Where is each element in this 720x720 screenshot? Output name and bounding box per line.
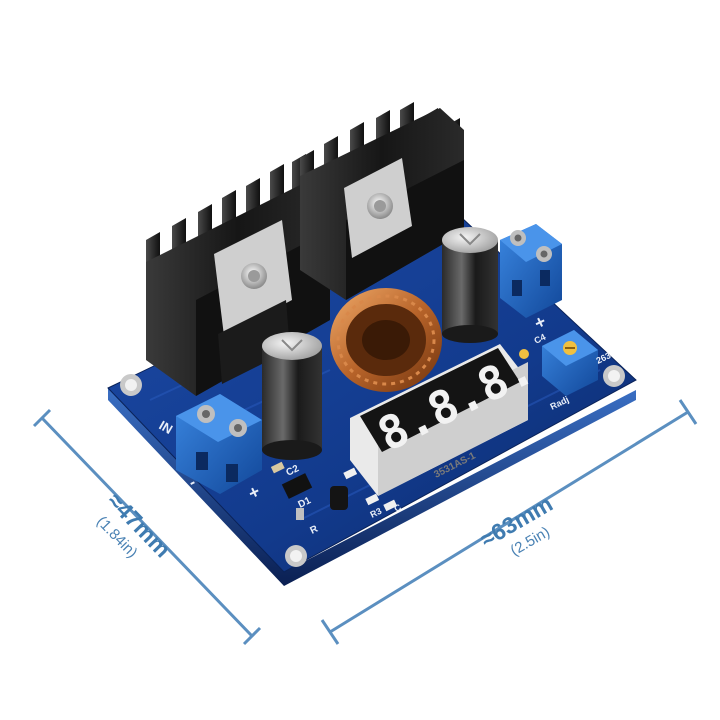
output-terminal-block <box>500 224 562 318</box>
depth-dimension-line <box>40 416 254 638</box>
label-d1: D1 <box>296 495 313 511</box>
input-label: IN <box>157 418 176 437</box>
smd-resistor <box>365 493 380 506</box>
smd-resistor <box>343 467 358 480</box>
depth-dimension-cap-top <box>32 408 52 428</box>
smd-components <box>270 461 398 520</box>
display-face <box>360 348 520 452</box>
mounting-hole <box>285 545 307 567</box>
input-terminal-block: IN <box>157 394 262 494</box>
transistor <box>330 486 348 510</box>
capacitor-large-right <box>442 227 498 343</box>
label-c2: C2 <box>284 463 301 479</box>
label-c: C <box>392 502 403 514</box>
inductor-coil <box>330 288 442 392</box>
diode <box>296 508 304 520</box>
smd-capacitor <box>270 461 285 474</box>
width-dimension-cap-right <box>678 399 698 425</box>
ic-chip <box>281 473 313 499</box>
pcb-edge <box>108 388 636 586</box>
capacitor-large-left <box>262 332 322 460</box>
mounting-hole <box>120 374 142 396</box>
trim-potentiometer <box>519 330 598 396</box>
heatsink-right <box>300 102 464 300</box>
width-dimension-line <box>329 410 689 634</box>
smd-resistor <box>383 499 398 512</box>
mosfet-body-left <box>218 300 290 384</box>
width-dimension-cap-left <box>320 619 340 645</box>
label-r3: R3 <box>368 506 383 520</box>
label-c4: C4 <box>532 332 547 346</box>
indicator-led <box>519 349 529 359</box>
depth-dimension-cap-bottom <box>242 626 262 646</box>
mounting-hole <box>603 365 625 387</box>
